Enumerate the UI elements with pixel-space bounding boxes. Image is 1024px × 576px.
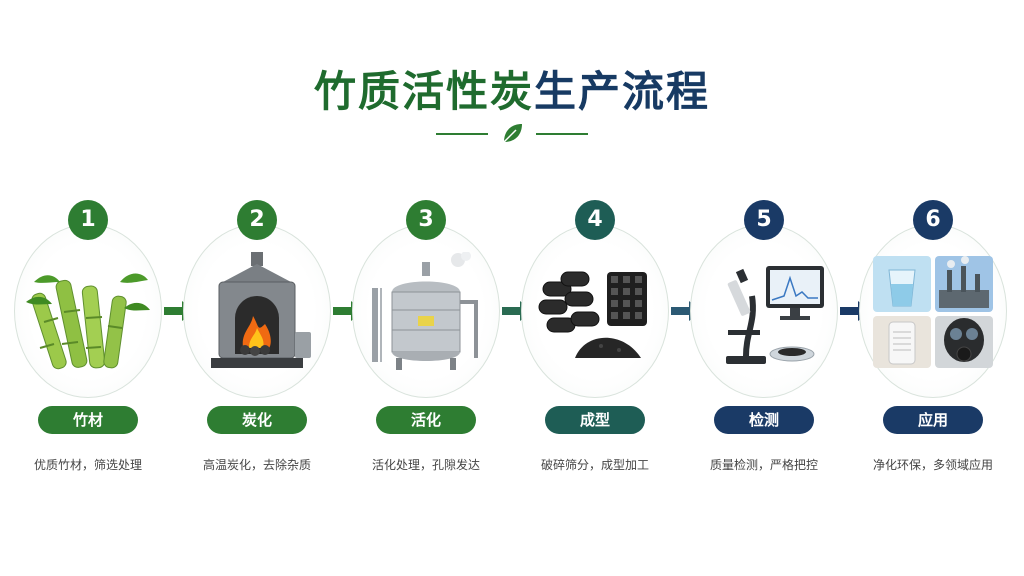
step-description: 净化环保，多领域应用 bbox=[872, 458, 993, 472]
carbon-pellets-icon bbox=[538, 271, 647, 358]
air-purifier-icon bbox=[873, 316, 931, 368]
step-number: 1 bbox=[68, 200, 108, 240]
step-label: 炭化 bbox=[207, 406, 307, 434]
step-label: 成型 bbox=[545, 406, 645, 434]
step-description: 质量检测，严格把控 bbox=[709, 458, 818, 472]
furnace-icon bbox=[211, 252, 311, 368]
title-divider bbox=[432, 120, 592, 148]
water-glass-icon bbox=[873, 256, 931, 312]
step-number: 6 bbox=[913, 200, 953, 240]
step-3: 3 活化 活化处理，孔隙发达 bbox=[352, 200, 500, 490]
step-label: 检测 bbox=[714, 406, 814, 434]
bamboo-icon bbox=[26, 273, 150, 370]
gas-mask-icon bbox=[935, 316, 993, 368]
step-description: 高温炭化，去除杂质 bbox=[202, 458, 311, 472]
applications-icon bbox=[873, 256, 993, 368]
step-number: 5 bbox=[744, 200, 784, 240]
step-number: 4 bbox=[575, 200, 615, 240]
step-4: 4 成型 破碎筛分，成型加工 bbox=[521, 200, 669, 490]
step-oval bbox=[690, 224, 838, 398]
step-6: 6 应用 净化环保，多领域应用 bbox=[859, 200, 1007, 490]
step-label: 竹材 bbox=[38, 406, 138, 434]
leaf-icon bbox=[503, 124, 522, 143]
step-label: 应用 bbox=[883, 406, 983, 434]
title-part-1: 竹质活性炭 bbox=[313, 67, 534, 116]
step-number: 2 bbox=[237, 200, 277, 240]
microscope-icon bbox=[726, 266, 824, 364]
title-part-2: 生产流程 bbox=[534, 67, 711, 116]
activation-tank-icon bbox=[372, 252, 478, 370]
step-number: 3 bbox=[406, 200, 446, 240]
step-label: 活化 bbox=[376, 406, 476, 434]
step-description: 优质竹材，筛选处理 bbox=[33, 458, 142, 472]
step-description: 活化处理，孔隙发达 bbox=[371, 458, 480, 472]
step-1: 1 竹材 优质竹材，筛选处理 bbox=[14, 200, 162, 490]
factory-icon bbox=[935, 256, 993, 312]
page-title: 竹质活性炭生产流程 bbox=[0, 58, 1024, 119]
step-5: 5 检测 质量检测，严格把控 bbox=[690, 200, 838, 490]
step-2: 2 炭化 高温炭化，去除杂质 bbox=[183, 200, 331, 490]
divider-line-right bbox=[536, 133, 588, 135]
divider-line-left bbox=[436, 133, 488, 135]
step-description: 破碎筛分，成型加工 bbox=[540, 458, 649, 472]
